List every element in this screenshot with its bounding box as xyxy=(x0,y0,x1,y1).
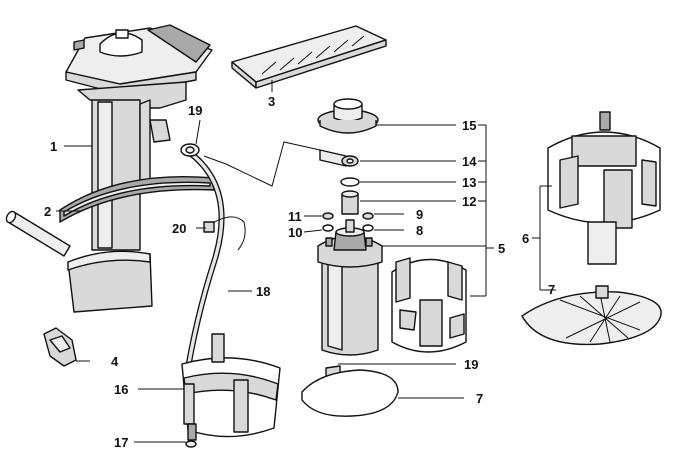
part-16-reservoir-cup xyxy=(181,333,281,441)
part-8-washer xyxy=(362,224,374,232)
callout-20: 20 xyxy=(172,221,186,236)
callout-6: 6 xyxy=(522,231,529,246)
part-13-seal-ring xyxy=(340,177,360,187)
part-19-hose-clamp xyxy=(180,143,200,157)
part-5-bracket-cage xyxy=(391,257,467,353)
leader-lines xyxy=(56,80,556,443)
callout-7-right: 7 xyxy=(548,282,555,297)
part-5-fuel-pump xyxy=(317,219,383,356)
part-4-clip xyxy=(43,327,77,367)
part-1-sender-housing xyxy=(5,24,215,313)
part-9-nut xyxy=(362,212,374,220)
callout-19-bottom: 19 xyxy=(464,357,478,372)
callout-17: 17 xyxy=(114,435,128,450)
part-3-cover-plate xyxy=(231,25,387,89)
callout-11: 11 xyxy=(288,209,302,224)
part-20-wire-connector xyxy=(203,216,246,251)
callout-3: 3 xyxy=(268,94,275,109)
callout-5: 5 xyxy=(498,241,505,256)
callout-13: 13 xyxy=(462,175,476,190)
part-14-fitting xyxy=(319,149,359,167)
part-18-hose xyxy=(183,147,225,383)
part-7-filter xyxy=(301,369,399,417)
callout-7-bottom: 7 xyxy=(476,391,483,406)
callout-2: 2 xyxy=(44,204,51,219)
part-17-screw xyxy=(185,440,197,448)
part-12-damper xyxy=(341,190,359,215)
part-6-pump-assembly xyxy=(547,111,661,265)
callout-8: 8 xyxy=(416,223,423,238)
callout-1: 1 xyxy=(50,139,57,154)
callout-16: 16 xyxy=(114,382,128,397)
part-15-cap xyxy=(317,98,379,134)
callout-18: 18 xyxy=(256,284,270,299)
part-11-nut xyxy=(322,212,334,220)
callout-10: 10 xyxy=(288,225,302,240)
part-7-filter-right xyxy=(521,285,662,346)
callout-4: 4 xyxy=(111,354,119,369)
part-10-washer xyxy=(322,224,334,232)
callout-19-top: 19 xyxy=(188,103,202,118)
callout-labels: 1 2 3 4 5 6 7 7 8 9 10 11 12 13 14 15 16… xyxy=(44,94,555,450)
callout-9: 9 xyxy=(416,207,423,222)
callout-12: 12 xyxy=(462,194,476,209)
callout-14: 14 xyxy=(462,154,477,169)
callout-15: 15 xyxy=(462,118,476,133)
